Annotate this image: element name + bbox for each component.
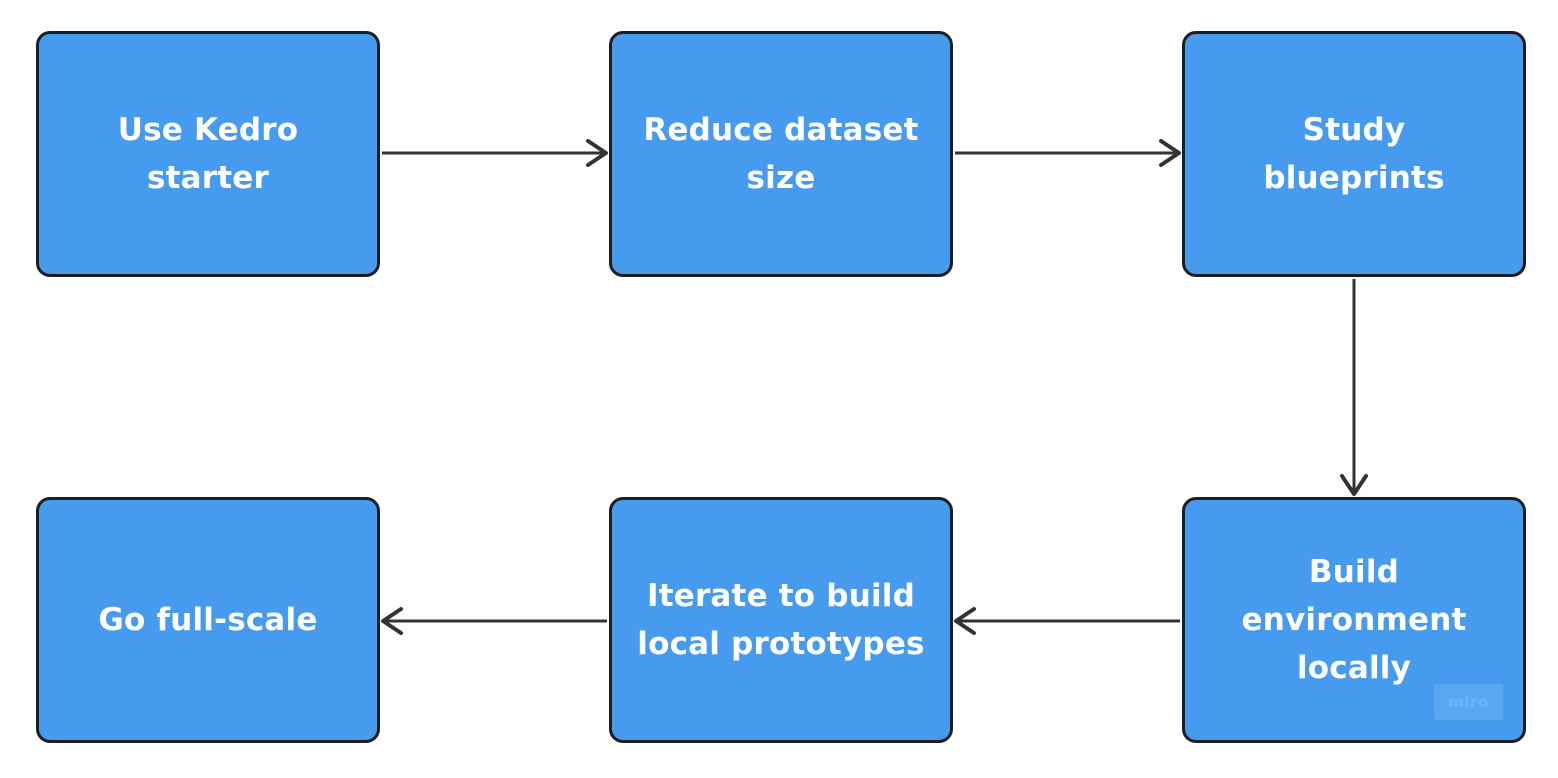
node-study-blueprints[interactable]: Study blueprints	[1182, 31, 1526, 277]
edge-n1-n2	[382, 139, 608, 167]
node-label: Build environment locally	[1241, 554, 1467, 686]
node-label: Reduce dataset size	[643, 112, 919, 196]
edge-n3-n4	[1340, 279, 1368, 496]
node-use-kedro-starter[interactable]: Use Kedro starter	[36, 31, 380, 277]
node-label: Study blueprints	[1263, 112, 1445, 196]
node-label: Iterate to build local prototypes	[637, 578, 925, 662]
node-label: Use Kedro starter	[117, 112, 299, 196]
edge-n2-n3	[955, 139, 1181, 167]
node-reduce-dataset-size[interactable]: Reduce dataset size	[609, 31, 953, 277]
watermark-text: miro	[1448, 693, 1489, 711]
miro-watermark: miro	[1434, 684, 1503, 720]
node-go-full-scale[interactable]: Go full-scale	[36, 497, 380, 743]
edge-n5-n6	[381, 607, 607, 635]
node-label: Go full-scale	[98, 602, 318, 638]
edge-n4-n5	[954, 607, 1180, 635]
node-iterate-local-prototypes[interactable]: Iterate to build local prototypes	[609, 497, 953, 743]
